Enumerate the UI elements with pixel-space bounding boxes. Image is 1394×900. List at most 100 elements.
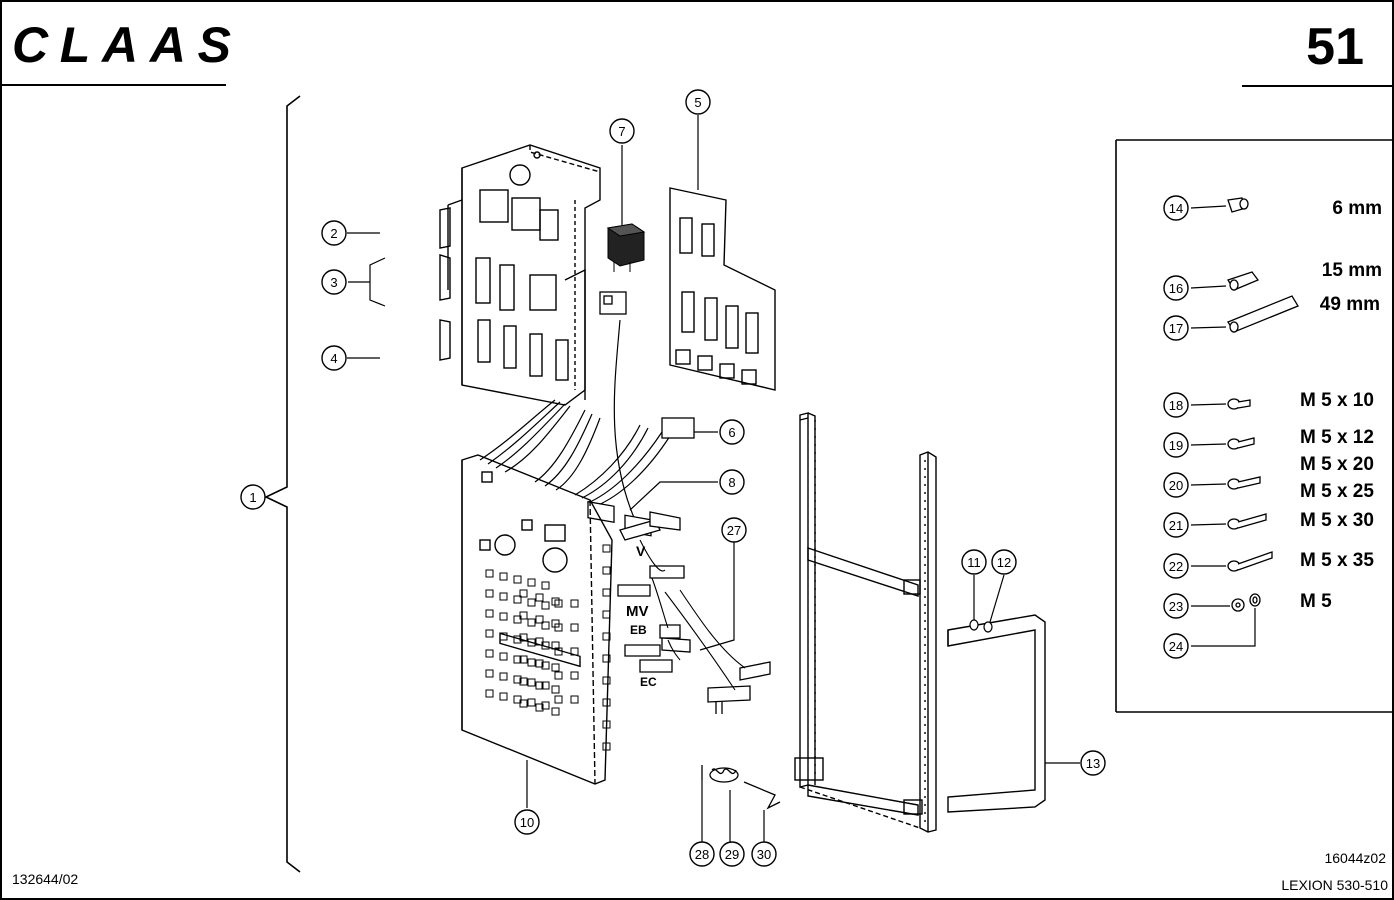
callout-number: 14 [1169,201,1183,216]
assembly-bracket [264,95,301,873]
footer-model: LEXION 530-510 [1281,877,1388,893]
board-component [527,638,536,647]
board-component [499,652,508,661]
board-component [519,633,528,642]
callout-number: 11 [967,555,981,570]
callout-number: 21 [1169,518,1183,533]
board-component [513,655,522,664]
relay [606,223,646,272]
legend-size-22: M 5 x 35 [1300,550,1374,571]
board-component [519,655,528,664]
mounting-plate [439,144,601,406]
callout-1: 1 [240,484,266,510]
board-component [554,599,563,608]
legend-size-18: M 5 x 10 [1300,390,1374,411]
board-component [570,671,579,680]
washers-11-12 [969,619,993,633]
electronics-board [461,454,613,785]
legend-size-19: M 5 x 12 [1300,427,1374,448]
callout-circle [1163,432,1189,458]
callout-2: 2 [321,220,347,246]
connector-label-v: V [636,543,646,559]
board-component [602,698,611,707]
callout-number: 20 [1169,478,1183,493]
board-component [499,592,508,601]
callout-circle [1163,553,1189,579]
callout-circle [1080,750,1106,776]
board-component [535,637,544,646]
board-component [485,589,494,598]
nut-m5 [1231,598,1245,612]
board-component [513,675,522,684]
callout-circle [685,89,711,115]
callout-circle [1163,472,1189,498]
callout-5: 5 [685,89,711,115]
callout-circle [321,269,347,295]
callout-number: 7 [618,124,625,139]
brand-logo: CLAAS [12,17,231,73]
callout-circle [1163,195,1189,221]
screw-m5x35 [1227,551,1273,572]
callout-number: 16 [1169,281,1183,296]
leader-lines [347,115,1256,842]
board-component [541,701,550,710]
board-component [602,742,611,751]
board-component [570,599,579,608]
page-number: 51 [1306,18,1364,76]
callout-number: 29 [725,847,739,862]
board-component [541,621,550,630]
callout-circle [719,469,745,495]
legend-size-14: 6 mm [1332,198,1382,219]
callout-number: 30 [757,847,771,862]
callout-circle [321,220,347,246]
callout-circle [721,517,747,543]
callout-number: 2 [330,226,337,241]
board-component [513,635,522,644]
board-component [499,692,508,701]
screw-m5x12 [1227,437,1255,450]
footer-left-code: 132644/02 [12,871,78,887]
callout-number: 4 [330,351,337,366]
footer-drawing-code: 16044z02 [1324,850,1386,866]
callout-number: 19 [1169,438,1183,453]
board-component [485,669,494,678]
wire-harness [479,319,671,521]
board-component [551,707,560,716]
callout-number: 5 [694,95,701,110]
board-component [570,695,579,704]
board-component [602,588,611,597]
callout-30: 30 [751,841,777,867]
board-component [551,663,560,672]
spring-and-key [701,765,781,810]
legend-parts [1227,197,1299,612]
callout-number: 3 [330,275,337,290]
connector-label-eb: EB [630,623,647,637]
board-component [527,698,536,707]
callout-10: 10 [514,809,540,835]
washer-m5 [1249,593,1261,607]
callout-28: 28 [689,841,715,867]
callout-circle [991,549,1017,575]
board-component [485,609,494,618]
callout-circle [321,345,347,371]
connector-label-mv: MV [626,603,649,620]
callout-circle [719,841,745,867]
board-component [551,685,560,694]
board-component [602,654,611,663]
board-component [535,703,544,712]
callout-20: 20 [1163,472,1189,498]
callout-12: 12 [991,549,1017,575]
callout-circle [961,549,987,575]
connector-label-ec: EC [640,675,657,689]
board-component [513,575,522,584]
callout-11: 11 [961,549,987,575]
callout-circle [1163,593,1189,619]
board-component [570,623,579,632]
board-components [485,544,611,751]
callout-circle [1163,392,1189,418]
board-component [485,629,494,638]
board-component [519,611,528,620]
board-component [554,623,563,632]
